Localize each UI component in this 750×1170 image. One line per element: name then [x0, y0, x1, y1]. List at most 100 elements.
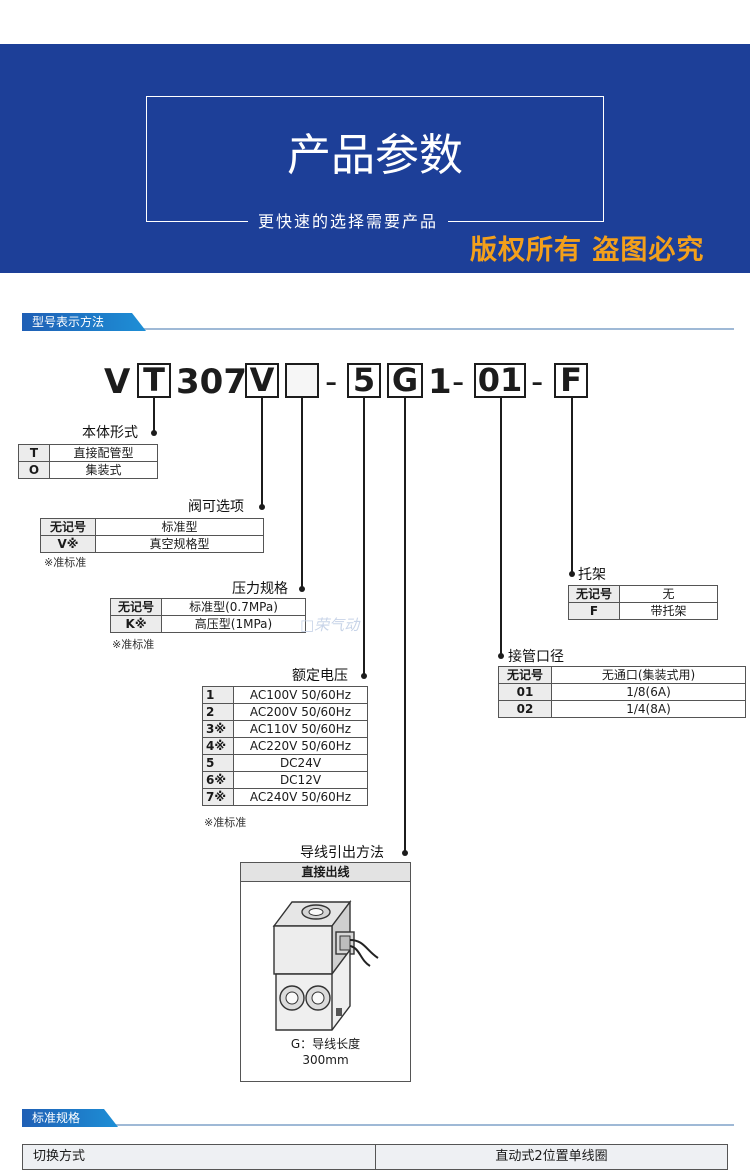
spec-table: 切换方式 直动式2位置单线圈: [22, 1144, 728, 1170]
wiring-caption-lead-length: G：导线长度: [290, 1037, 361, 1051]
table-row: 01 1/8(6A): [498, 683, 746, 701]
leader-dot: [259, 504, 265, 510]
option-code: 7※: [202, 788, 234, 806]
option-code: T: [18, 444, 50, 462]
table-row: O 集装式: [18, 461, 158, 479]
option-code: V※: [40, 535, 96, 553]
option-desc: 标准型: [95, 518, 264, 536]
option-code: 1: [202, 686, 234, 704]
table-row: 02 1/4(8A): [498, 700, 746, 718]
option-code: 无记号: [110, 598, 162, 616]
option-title-valve-option: 阀可选项: [188, 499, 244, 515]
leader-dot: [498, 653, 504, 659]
option-title-body-type: 本体形式: [82, 425, 138, 441]
option-desc: 1/8(6A): [551, 683, 746, 701]
table-row: 3※AC110V 50/60Hz: [202, 720, 368, 738]
code-box-voltage: 5: [347, 363, 381, 398]
option-desc: AC100V 50/60Hz: [233, 686, 368, 704]
leader-line-port: [500, 398, 502, 657]
table-row: T 直接配管型: [18, 444, 158, 462]
option-code: O: [18, 461, 50, 479]
table-row: F 带托架: [568, 602, 718, 620]
option-code: 3※: [202, 720, 234, 738]
table-body-type: T 直接配管型 O 集装式: [18, 444, 158, 479]
table-row: 无记号 标准型: [40, 518, 264, 536]
section-divider: [22, 328, 734, 330]
option-title-bracket: 托架: [578, 567, 606, 583]
spec-value: 直动式2位置单线圈: [375, 1144, 728, 1170]
section-divider: [22, 1124, 734, 1126]
option-desc: 集装式: [49, 461, 158, 479]
leader-dot: [361, 673, 367, 679]
table-pressure: 无记号 标准型(0.7MPa) K※ 高压型(1MPa): [110, 598, 306, 633]
option-desc: DC12V: [233, 771, 368, 789]
code-box-port: 01: [474, 363, 526, 398]
banner-title: 产品参数: [287, 130, 463, 181]
section-heading-spec: 标准规格: [22, 1109, 118, 1127]
leader-line-bracket: [571, 398, 573, 575]
leader-line-pressure: [301, 398, 303, 590]
code-box-body-type: T: [137, 363, 171, 398]
option-desc: 真空规格型: [95, 535, 264, 553]
table-row: K※ 高压型(1MPa): [110, 615, 306, 633]
table-row: 无记号 无通口(集装式用): [498, 666, 746, 684]
table-row: 6※DC12V: [202, 771, 368, 789]
copyright-notice: 版权所有 盗图必究: [470, 235, 705, 266]
code-dash: -: [452, 362, 465, 402]
code-dash: -: [531, 362, 544, 402]
leader-line-valve-option: [261, 398, 263, 508]
option-code: K※: [110, 615, 162, 633]
option-title-voltage: 额定电压: [292, 668, 348, 684]
option-code: 无记号: [498, 666, 552, 684]
option-desc: AC240V 50/60Hz: [233, 788, 368, 806]
option-code: 02: [498, 700, 552, 718]
wiring-caption-length-value: 300mm: [302, 1053, 349, 1067]
section-heading-model: 型号表示方法: [22, 313, 146, 331]
table-row: 无记号 无: [568, 585, 718, 603]
table-row: V※ 真空规格型: [40, 535, 264, 553]
option-desc: AC110V 50/60Hz: [233, 720, 368, 738]
option-desc: 无通口(集装式用): [551, 666, 746, 684]
note-semi-standard: ※准标准: [204, 816, 247, 829]
note-semi-standard: ※准标准: [44, 556, 87, 569]
spec-label: 切换方式: [22, 1144, 376, 1170]
leader-dot: [402, 850, 408, 856]
option-desc: 标准型(0.7MPa): [161, 598, 306, 616]
option-code: 无记号: [40, 518, 96, 536]
table-row: 切换方式 直动式2位置单线圈: [22, 1144, 728, 1170]
leader-line-body-type: [153, 398, 155, 434]
banner-subtitle: 更快速的选择需要产品: [248, 208, 449, 236]
option-code: 01: [498, 683, 552, 701]
option-code: F: [568, 602, 620, 620]
option-desc: 带托架: [619, 602, 718, 620]
option-desc: 1/4(8A): [551, 700, 746, 718]
option-desc: DC24V: [233, 754, 368, 772]
leader-dot: [299, 586, 305, 592]
option-code: 4※: [202, 737, 234, 755]
option-desc: AC220V 50/60Hz: [233, 737, 368, 755]
note-semi-standard: ※准标准: [112, 638, 155, 651]
code-digit: 1: [428, 362, 452, 402]
leader-line-voltage: [363, 398, 365, 677]
code-box-valve-option: V: [245, 363, 279, 398]
code-dash: -: [325, 362, 338, 402]
option-code: 5: [202, 754, 234, 772]
option-code: 无记号: [568, 585, 620, 603]
option-desc: 无: [619, 585, 718, 603]
option-title-wiring: 导线引出方法: [300, 845, 384, 861]
option-desc: 高压型(1MPa): [161, 615, 306, 633]
option-desc: 直接配管型: [49, 444, 158, 462]
leader-dot: [151, 430, 157, 436]
table-port: 无记号 无通口(集装式用) 01 1/8(6A) 02 1/4(8A): [498, 666, 746, 718]
table-bracket: 无记号 无 F 带托架: [568, 585, 718, 620]
code-series: V: [104, 362, 131, 402]
code-box-wiring: G: [387, 363, 423, 398]
option-title-pressure: 压力规格: [232, 581, 288, 597]
code-model-number: 307: [176, 362, 247, 402]
wiring-panel: [240, 862, 411, 1082]
table-row: 4※AC220V 50/60Hz: [202, 737, 368, 755]
code-box-pressure: [285, 363, 319, 398]
